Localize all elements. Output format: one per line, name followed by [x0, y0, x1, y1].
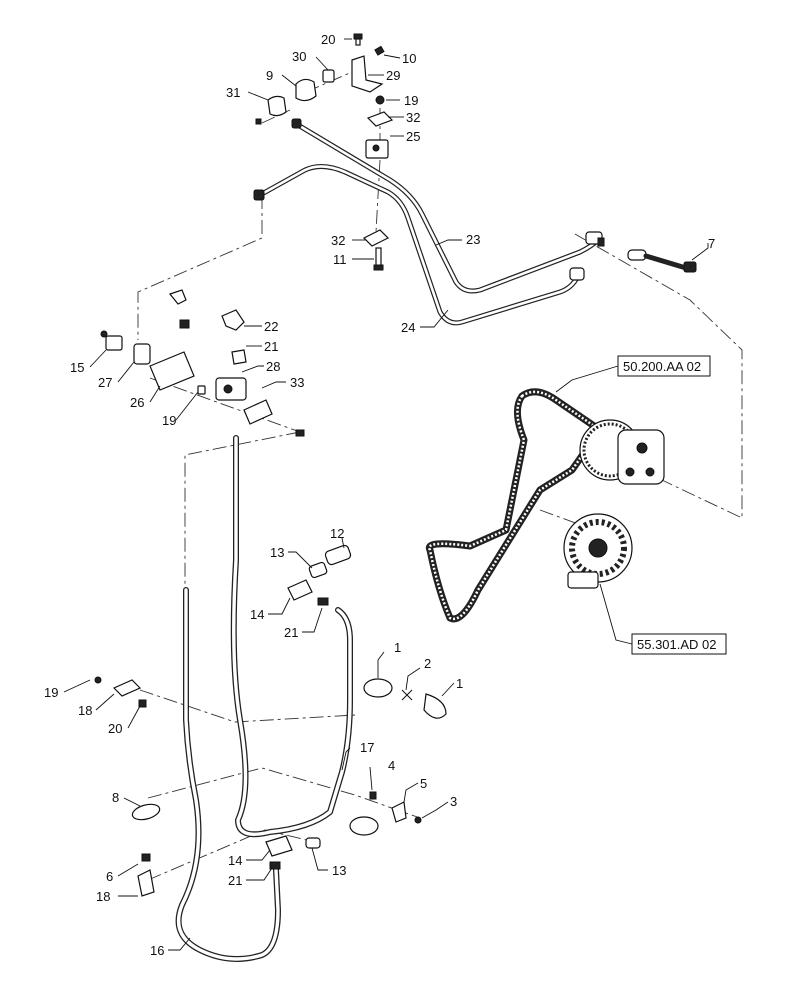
bolt-4: [369, 791, 377, 800]
callout-20-top: 20: [321, 32, 335, 47]
hose-clamp-center: [349, 816, 379, 836]
fitting-12: [324, 544, 352, 566]
callout-1-a: 1: [394, 640, 401, 655]
callout-14-lower: 14: [228, 853, 242, 868]
callout-7: 7: [708, 236, 715, 251]
callout-33: 33: [290, 375, 304, 390]
bolt-11: [373, 247, 384, 271]
callout-21-upper: 21: [264, 339, 278, 354]
hose-long-center: [230, 435, 353, 838]
callout-27: 27: [98, 375, 112, 390]
callout-10: 10: [402, 51, 416, 66]
reference-alternator-text: 55.301.AD 02: [637, 637, 717, 652]
tee-fitting-14-lower: [265, 835, 293, 857]
callout-11: 11: [333, 252, 347, 267]
fitting-13-upper: [308, 561, 328, 579]
tube-fittings: [253, 118, 605, 281]
temperature-sensor-7: [627, 249, 697, 273]
callout-labels: 20 10 30 29 9 31 19 32 25 23 7 32 11 24 …: [44, 32, 715, 958]
nut-3: [414, 816, 422, 824]
grommet-8: [131, 803, 161, 821]
bracket-18-lower: [137, 869, 155, 897]
callout-12: 12: [330, 526, 344, 541]
callout-13-lower: 13: [332, 863, 346, 878]
alternator: [563, 513, 633, 589]
callout-21-mid: 21: [284, 625, 298, 640]
bolt-19-left: [197, 385, 206, 395]
callout-20-mid: 20: [108, 721, 122, 736]
callout-19-left: 19: [162, 413, 176, 428]
callout-30: 30: [292, 49, 306, 64]
tube-24: [257, 164, 581, 326]
bolt-20-mid: [138, 699, 147, 708]
nut-19-top: [375, 95, 385, 105]
reference-box-alternator[interactable]: 55.301.AD 02: [631, 633, 727, 655]
callout-15: 15: [70, 360, 84, 375]
callout-4: 4: [388, 758, 395, 773]
callout-18-mid: 18: [78, 703, 92, 718]
callout-13-upper: 13: [270, 545, 284, 560]
bolt-20-top: [353, 33, 363, 46]
clamp-31: [255, 95, 287, 125]
callout-29: 29: [386, 68, 400, 83]
callout-16: 16: [150, 943, 164, 958]
hose-clamp-1-a: [363, 678, 393, 698]
callout-28: 28: [266, 359, 280, 374]
callout-19-mid: 19: [44, 685, 58, 700]
nut-19-mid: [94, 676, 102, 684]
callout-32-lower: 32: [331, 233, 345, 248]
clamp-28: [215, 377, 247, 401]
bolt-10: [374, 45, 385, 56]
callout-18-lower: 18: [96, 889, 110, 904]
callout-6: 6: [106, 869, 113, 884]
callout-31: 31: [226, 85, 240, 100]
bracket-29: [351, 55, 384, 93]
hose-clamp-1-b: [423, 693, 447, 719]
callout-24: 24: [401, 320, 415, 335]
ac-compressor: [579, 419, 665, 485]
washer-32-lower: [362, 229, 390, 247]
callout-17: 17: [360, 740, 374, 755]
bracket-18-mid: [112, 679, 142, 697]
callout-19-top: 19: [404, 93, 418, 108]
tee-fitting-14-upper: [287, 579, 313, 601]
bolt-6: [141, 853, 151, 862]
callout-21-lower: 21: [228, 873, 242, 888]
bracket-15: [100, 330, 123, 351]
tube-23: [295, 122, 601, 294]
callout-22: 22: [264, 319, 278, 334]
reference-box-belt[interactable]: 50.200.AA 02: [617, 355, 711, 377]
callout-1-b: 1: [456, 676, 463, 691]
clamp-21-lower: [269, 861, 281, 870]
callout-14-upper: 14: [250, 607, 264, 622]
block-25: [365, 139, 389, 159]
plate-26: [149, 351, 195, 391]
leader-lines: [63, 38, 709, 951]
elbow-fitting-22: [221, 309, 245, 331]
fitting-13-lower: [305, 837, 321, 849]
reference-belt-text: 50.200.AA 02: [623, 359, 701, 374]
clamp-21-upper: [231, 349, 247, 365]
clamp-9: [295, 78, 317, 102]
callout-5: 5: [420, 776, 427, 791]
washer-32-top: [366, 111, 394, 127]
callout-23: 23: [466, 232, 480, 247]
callout-3: 3: [450, 794, 457, 809]
plate-33: [243, 399, 305, 437]
elbow-fitting-upper: [168, 289, 190, 329]
hose-16: [175, 587, 281, 962]
callout-26: 26: [130, 395, 144, 410]
callout-8: 8: [112, 790, 119, 805]
screw-2: [401, 689, 413, 701]
clamp-27: [133, 343, 151, 365]
clip-5: [391, 801, 407, 823]
clip-30: [322, 69, 335, 83]
callout-32-top: 32: [406, 110, 420, 125]
callout-9: 9: [266, 68, 273, 83]
callout-25: 25: [406, 129, 420, 144]
callout-2: 2: [424, 656, 431, 671]
clamp-21-mid: [317, 597, 329, 606]
